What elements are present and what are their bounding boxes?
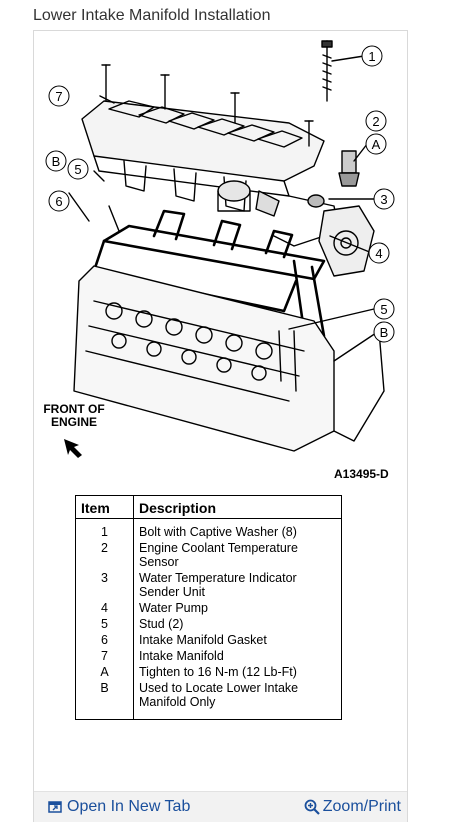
engine-block-drawing (73, 265, 385, 452)
callout-5: 5 (380, 302, 387, 317)
column-header-description: Description (133, 495, 342, 519)
callout-A: A (372, 137, 381, 152)
figure-id: A13495-D (334, 467, 389, 481)
callout-5-top: 5 (74, 162, 81, 177)
page-title: Lower Intake Manifold Installation (33, 7, 271, 24)
callout-1: 1 (368, 49, 375, 64)
callout-B-top: B (52, 154, 61, 169)
front-arrow-icon (64, 439, 82, 458)
callout-4: 4 (375, 246, 382, 261)
callout-7: 7 (55, 89, 62, 104)
engine-diagram: 1 7 2 A B 5 6 3 4 5 B (45, 40, 395, 458)
callout-B: B (380, 325, 389, 340)
card-footer: Open In New Tab Zoom/Print (34, 791, 407, 822)
zoom-print-link[interactable]: Zoom/Print (304, 798, 401, 816)
callout-6: 6 (55, 194, 62, 209)
diagram-card: 1 7 2 A B 5 6 3 4 5 B FRONT OF ENGINE A1… (33, 30, 408, 822)
front-of-engine-label: FRONT OF ENGINE (43, 402, 105, 429)
open-in-new-tab-link[interactable]: Open In New Tab (48, 798, 190, 816)
open-tab-icon (48, 801, 62, 813)
column-header-item: Item (75, 495, 134, 519)
callout-3: 3 (380, 192, 387, 207)
zoom-icon (304, 799, 320, 815)
callout-2: 2 (372, 114, 379, 129)
intake-manifold-drawing (81, 40, 375, 277)
